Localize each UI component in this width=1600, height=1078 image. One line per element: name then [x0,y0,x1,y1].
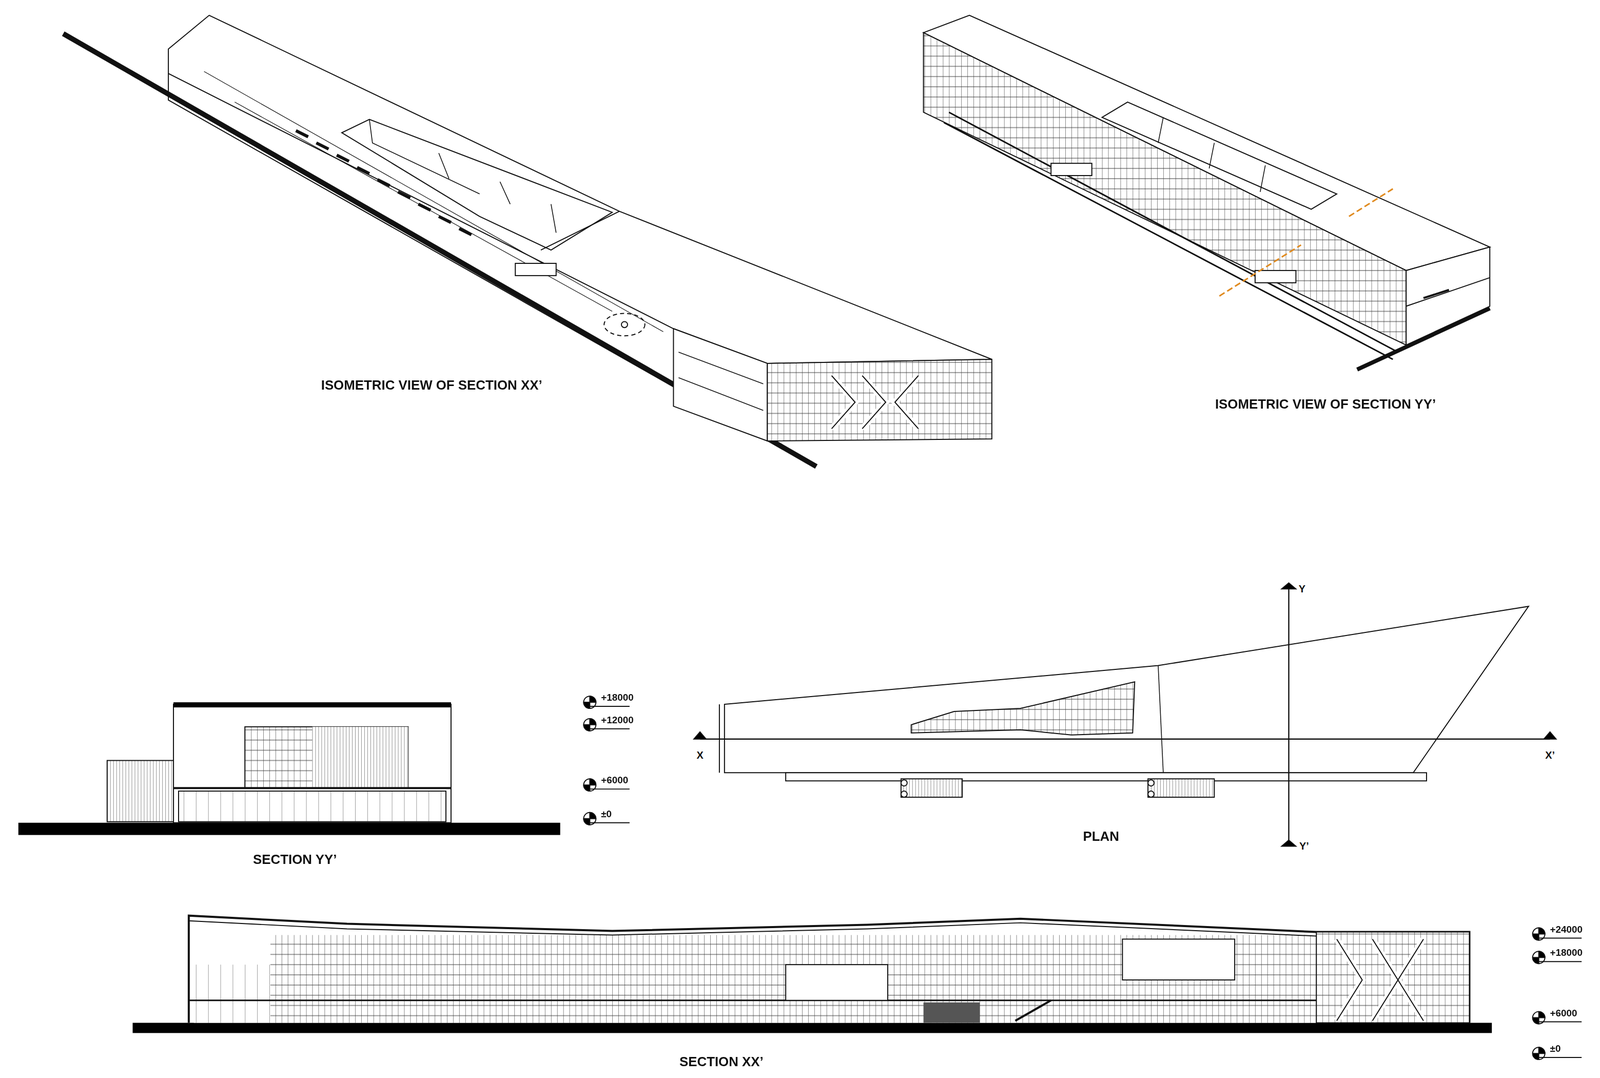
level-mark: +12000 [599,714,635,727]
axis-label: X’ [1544,749,1556,762]
section-yy [18,701,561,835]
isometric-yy [923,15,1491,370]
view-caption: PLAN [1081,829,1120,845]
view-caption: SECTION XX’ [678,1054,765,1070]
section-xx [132,915,1493,1033]
level-mark: +24000 [1549,924,1585,936]
view-caption: ISOMETRIC VIEW OF SECTION YY’ [1214,397,1437,414]
view-caption: SECTION YY’ [251,852,338,868]
level-mark: ±0 [599,808,613,821]
isometric-xx [63,15,992,467]
axis-label: Y’ [1298,840,1311,852]
axis-label: Y [1297,582,1307,595]
level-mark: +18000 [1549,947,1585,959]
view-caption: ISOMETRIC VIEW OF SECTION XX’ [320,378,544,394]
level-mark: +6000 [599,774,630,787]
level-mark: +6000 [1549,1007,1579,1020]
plan [693,582,1556,846]
level-mark: +18000 [599,692,635,704]
level-mark: ±0 [1549,1043,1563,1055]
axis-label: X [695,749,705,762]
